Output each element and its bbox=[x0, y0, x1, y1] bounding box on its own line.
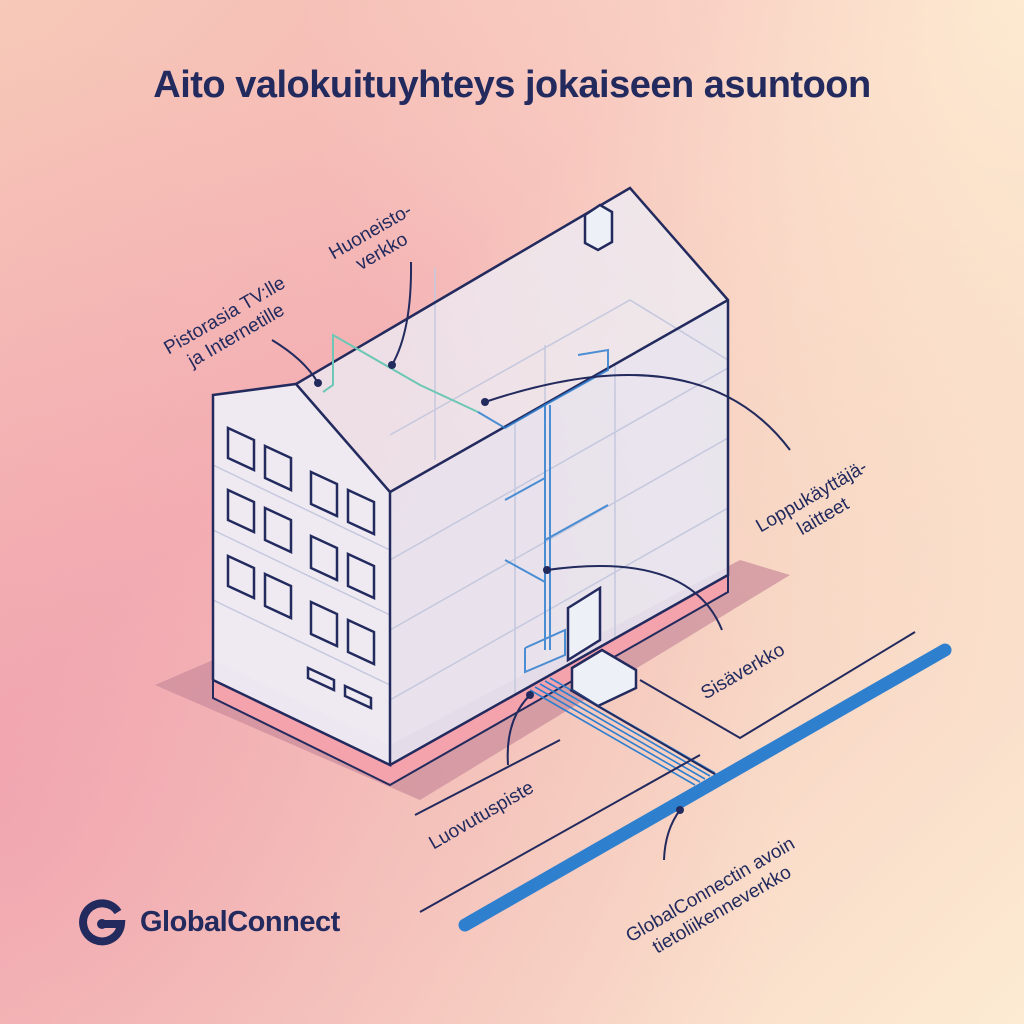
floor-lines bbox=[212, 268, 729, 701]
leader-dots bbox=[314, 361, 684, 814]
building-outline bbox=[211, 186, 730, 767]
windows bbox=[226, 426, 376, 710]
brand-name: GlobalConnect bbox=[140, 905, 340, 938]
apartment-network-line bbox=[322, 333, 479, 413]
left-wall bbox=[213, 384, 390, 765]
entrance bbox=[566, 585, 638, 708]
globalconnect-g-icon bbox=[79, 899, 126, 946]
page-title: Aito valokuituyhteys jokaiseen asuntoon bbox=[153, 64, 871, 106]
roof bbox=[296, 188, 728, 492]
open-network-fiber bbox=[458, 643, 952, 932]
leader-lines bbox=[271, 261, 791, 861]
street-lines bbox=[414, 631, 916, 913]
globalconnect-logo: GlobalConnect bbox=[78, 898, 340, 946]
chimney bbox=[583, 203, 614, 252]
internal-network-lines bbox=[477, 348, 609, 674]
